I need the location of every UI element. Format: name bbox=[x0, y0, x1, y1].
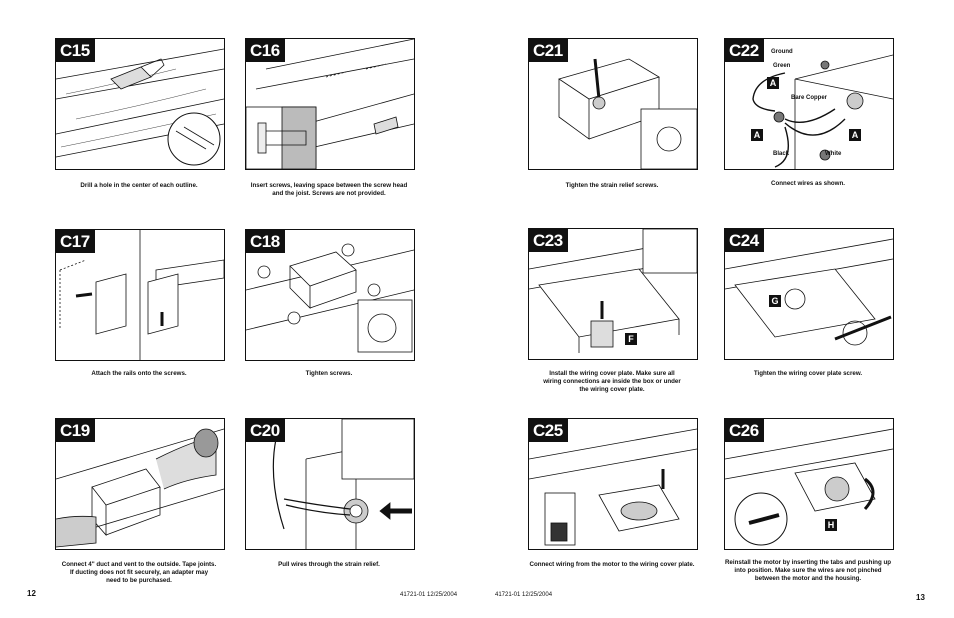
wire-label-white: White bbox=[825, 151, 842, 157]
step-panel-c23: C23 F bbox=[528, 228, 698, 360]
illustration-wiring-cover-plate bbox=[529, 229, 697, 353]
step-panel-c20: C20 bbox=[245, 418, 415, 550]
callout-key-g: G bbox=[769, 295, 781, 307]
illustration-tighten-screws bbox=[246, 243, 414, 353]
step-caption: Connect wiring from the motor to the wir… bbox=[529, 561, 695, 568]
step-panel-c21: C21 bbox=[528, 38, 698, 170]
wire-label-bare-copper: Bare Copper bbox=[791, 95, 828, 101]
callout-key-a: A bbox=[767, 77, 779, 89]
step-caption: Tighten screws. bbox=[305, 370, 353, 377]
step-caption: Attach the rails onto the screws. bbox=[91, 370, 187, 377]
step-label: C18 bbox=[246, 230, 285, 253]
illustration-tighten-cover-screw bbox=[725, 238, 893, 346]
callout-key-f: F bbox=[625, 333, 637, 345]
step-caption: Drill a hole in the center of each outli… bbox=[80, 182, 198, 189]
step-caption: Pull wires through the strain relief. bbox=[278, 561, 380, 568]
step-caption: Tighten the wiring cover plate screw. bbox=[753, 370, 863, 377]
illustration-connect-motor bbox=[529, 428, 697, 546]
step-caption: Tighten the strain relief screws. bbox=[565, 182, 659, 189]
step-caption: Reinstall the motor by inserting the tab… bbox=[724, 559, 892, 582]
callout-key-h: H bbox=[825, 519, 837, 531]
wire-label-green: Green bbox=[773, 63, 791, 69]
step-label: C23 bbox=[529, 229, 568, 252]
page-footer: 41721-01 12/25/2004 bbox=[495, 592, 553, 598]
step-panel-c22: C22 Ground Green Bare Copper Black White… bbox=[724, 38, 894, 170]
illustration-insert-screws bbox=[246, 39, 414, 169]
page-number: 13 bbox=[916, 593, 925, 602]
step-panel-c24: C24 G bbox=[724, 228, 894, 360]
step-panel-c16: C16 bbox=[245, 38, 415, 170]
illustration-attach-rails bbox=[59, 230, 224, 360]
step-label: C26 bbox=[725, 419, 764, 442]
step-label: C16 bbox=[246, 39, 285, 62]
step-caption: Install the wiring cover plate. Make sur… bbox=[543, 370, 681, 393]
step-label: C15 bbox=[56, 39, 95, 62]
step-label: C21 bbox=[529, 39, 568, 62]
illustration-connect-duct bbox=[56, 428, 224, 548]
callout-key-a: A bbox=[849, 129, 861, 141]
step-panel-c17: C17 bbox=[55, 229, 225, 361]
step-panel-c26: C26 H bbox=[724, 418, 894, 550]
step-panel-c19: C19 bbox=[55, 418, 225, 550]
page-footer: 41721-01 12/25/2004 bbox=[400, 592, 458, 598]
illustration-reinstall-motor bbox=[725, 428, 893, 546]
step-caption: Connect wires as shown. bbox=[771, 180, 845, 187]
illustration-pull-wires bbox=[272, 419, 414, 549]
step-panel-c18: C18 bbox=[245, 229, 415, 361]
step-panel-c25: C25 bbox=[528, 418, 698, 550]
step-label: C17 bbox=[56, 230, 95, 253]
step-label: C24 bbox=[725, 229, 764, 252]
step-caption: Connect 4" duct and vent to the outside.… bbox=[61, 561, 217, 584]
step-label: C22 bbox=[725, 39, 764, 62]
step-label: C19 bbox=[56, 419, 95, 442]
step-label: C25 bbox=[529, 419, 568, 442]
step-label: C20 bbox=[246, 419, 285, 442]
illustration-tighten-strain-relief bbox=[558, 58, 697, 169]
step-caption: Insert screws, leaving space between the… bbox=[250, 182, 408, 197]
wire-label-ground: Ground bbox=[771, 49, 793, 55]
callout-key-a: A bbox=[751, 129, 763, 141]
illustration-drill-joist bbox=[56, 48, 224, 166]
wire-label-black: Black bbox=[773, 151, 790, 157]
step-panel-c15: C15 bbox=[55, 38, 225, 170]
page-number: 12 bbox=[27, 589, 36, 598]
